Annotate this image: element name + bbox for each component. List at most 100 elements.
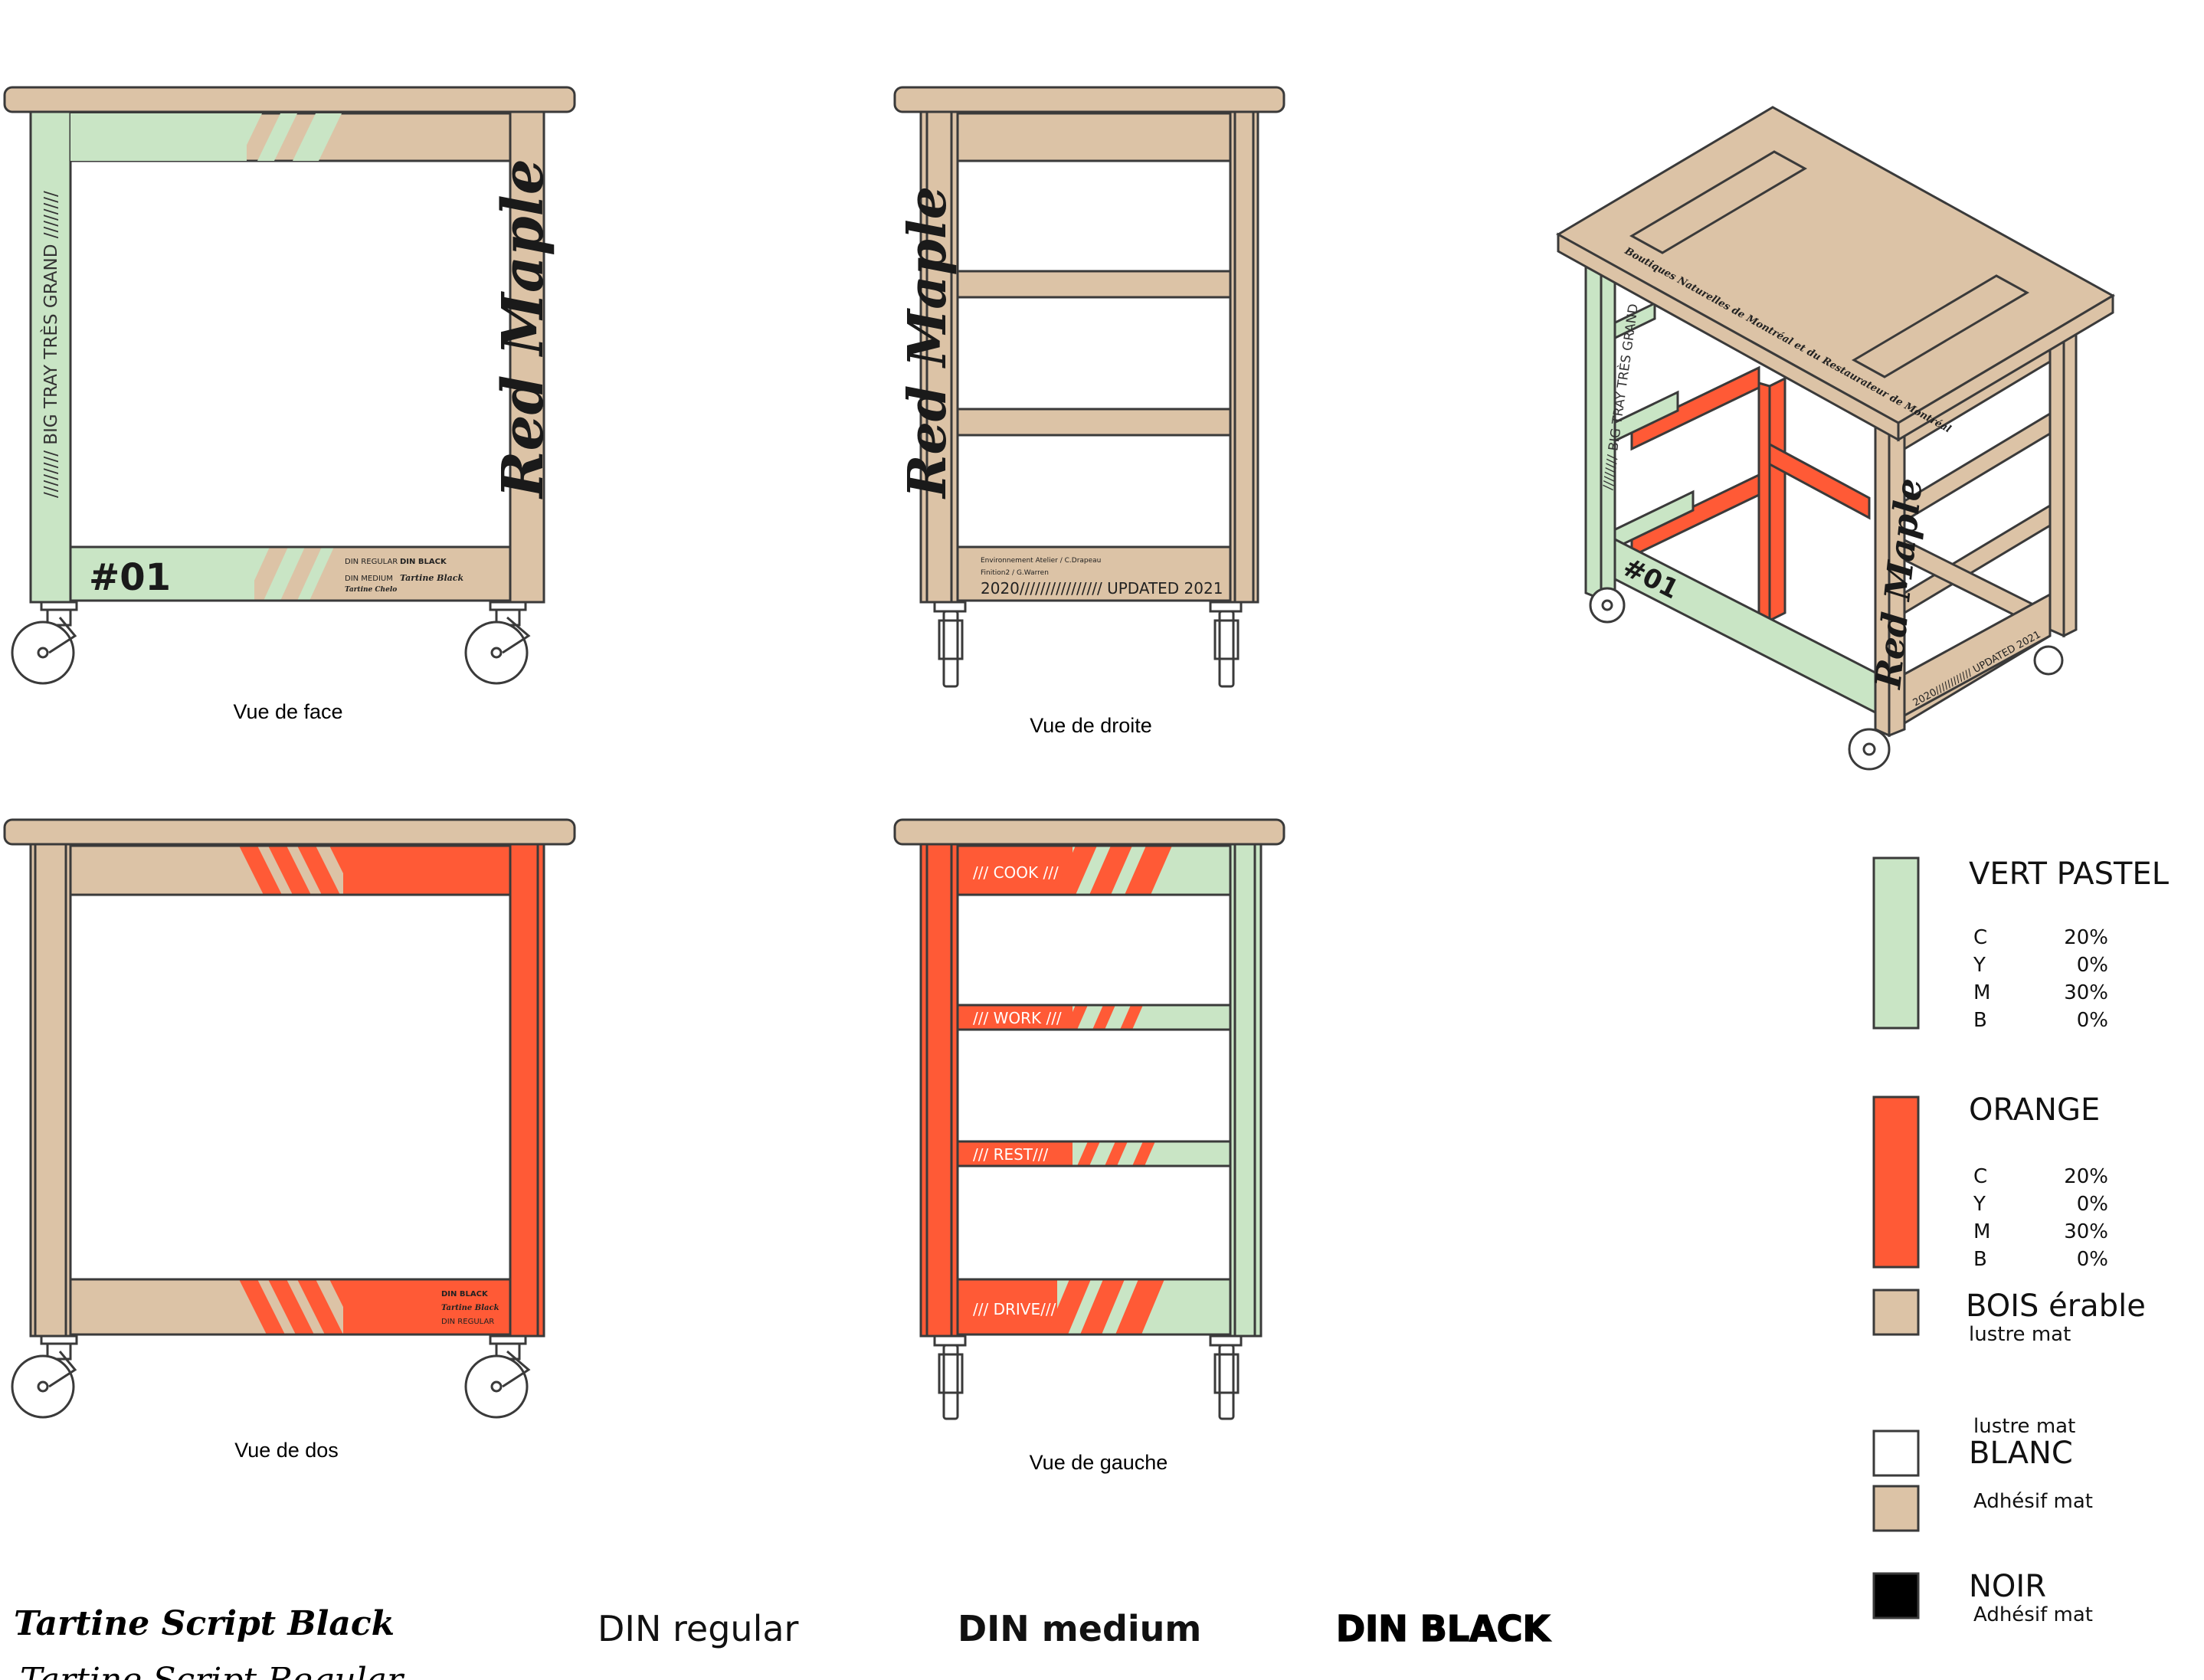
cmyk-label: C	[1973, 926, 1987, 949]
front-brand-script: Red Maple	[490, 159, 556, 499]
legend-sub-adhesif: Adhésif mat	[1973, 1490, 2093, 1513]
font-sample-din-medium: DIN medium	[958, 1608, 1201, 1649]
front-font-label-5: Tartine Chelo	[345, 586, 397, 594]
front-left-leg	[29, 110, 72, 604]
right-view: Red Maple Environnement Atelier / C.Drap…	[893, 86, 1285, 737]
swatch-vert-pastel	[1872, 856, 1920, 1030]
legend-title-orange: ORANGE	[1969, 1092, 2100, 1128]
swatch-adhesif	[1872, 1485, 1920, 1532]
front-caption: Vue de face	[233, 700, 342, 723]
cmyk-value: 0%	[2077, 954, 2108, 977]
back-font-label-1: DIN BLACK	[441, 1290, 489, 1298]
cmyk-value: 0%	[2077, 1009, 2108, 1032]
cmyk-value: 0%	[2077, 1193, 2108, 1216]
legend-sub-noir: Adhésif mat	[1973, 1603, 2093, 1626]
front-right-leg	[509, 110, 545, 604]
right-caption: Vue de droite	[1030, 714, 1152, 737]
legend-above-blanc: lustre mat	[1973, 1415, 2075, 1438]
front-number: #01	[89, 556, 171, 599]
left-shelf-cook: /// COOK ///	[956, 844, 1232, 896]
right-credits-1: Environnement Atelier / C.Drapeau	[981, 557, 1101, 565]
right-brand-script: Red Maple	[897, 186, 958, 499]
iso-caster-right	[2033, 645, 2064, 676]
legend-sub-bois-erable: lustre mat	[1969, 1323, 2071, 1346]
cmyk-value: 20%	[2064, 1165, 2108, 1188]
front-caster-right	[464, 601, 531, 685]
back-font-label-2: Tartine Black	[441, 1304, 499, 1312]
front-font-label-3: DIN MEDIUM	[345, 575, 393, 583]
swatch-blanc	[1872, 1429, 1920, 1477]
back-view: DIN BLACK Tartine Black DIN REGULAR Vue …	[3, 818, 576, 1462]
back-left-leg	[29, 843, 72, 1338]
back-caption: Vue de dos	[234, 1439, 339, 1462]
swatch-orange	[1872, 1095, 1920, 1269]
iso-tray-slot-1	[1629, 150, 1808, 254]
left-caster-right	[1209, 1335, 1243, 1420]
left-shelf-drive: /// DRIVE///	[956, 1278, 1232, 1336]
left-caster-left	[933, 1335, 967, 1420]
left-caption: Vue de gauche	[1030, 1451, 1168, 1474]
cmyk-label: M	[1973, 1220, 1990, 1243]
swatch-bois-erable	[1872, 1289, 1920, 1336]
right-shelf-2	[956, 408, 1232, 437]
back-font-label-3: DIN REGULAR	[441, 1318, 494, 1326]
iso-caster-left	[1589, 587, 1626, 624]
legend-blanc: lustre mat BLANC	[1872, 1415, 2075, 1477]
cmyk-label: Y	[1973, 1193, 1986, 1216]
back-caster-left	[11, 1335, 78, 1419]
iso-caster-front	[1848, 728, 1891, 771]
legend-vert-pastel: VERT PASTEL C 20% Y 0% M 30% B 0%	[1872, 856, 2170, 1032]
legend-title-vert-pastel: VERT PASTEL	[1969, 856, 2170, 892]
right-shelf-1	[956, 270, 1232, 299]
cmyk-label: B	[1973, 1009, 1987, 1032]
front-font-label-1: DIN REGULAR	[345, 558, 398, 566]
left-shelf-label-rest: /// REST///	[973, 1145, 1048, 1164]
legend-title-bois-erable: BOIS érable	[1966, 1289, 2146, 1324]
right-top-rail	[956, 112, 1232, 162]
front-font-label-4: Tartine Black	[400, 573, 463, 583]
front-view: //////// BIG TRAY TRÈS GRAND //////// Re…	[3, 86, 576, 723]
right-caster-right	[1209, 601, 1243, 688]
font-sample-tartine-black: Tartine Script Black	[14, 1604, 395, 1643]
legend-adhesif: Adhésif mat	[1872, 1485, 2093, 1532]
font-sample-din-black: DIN BLACK	[1336, 1608, 1552, 1649]
font-sample-tartine-regular: Tartine Script Regular	[20, 1661, 405, 1680]
left-shelf-work: /// WORK ///	[956, 1004, 1232, 1031]
swatch-noir	[1872, 1572, 1920, 1619]
left-shelf-label-work: /// WORK ///	[973, 1009, 1062, 1027]
legend-orange: ORANGE C 20% Y 0% M 30% B 0%	[1872, 1092, 2108, 1271]
cmyk-label: B	[1973, 1248, 1987, 1271]
cmyk-value: 20%	[2064, 926, 2108, 949]
left-shelf-label-drive: /// DRIVE///	[973, 1300, 1056, 1318]
right-caster-left	[933, 601, 967, 688]
left-shelf-rest: /// REST///	[956, 1140, 1232, 1167]
cmyk-value: 30%	[2064, 1220, 2108, 1243]
iso-tray-slot-2	[1851, 274, 2030, 378]
legend-bois-erable: BOIS érable lustre mat	[1872, 1289, 2146, 1346]
right-bottom-rail	[956, 545, 1232, 602]
iso-view: //////// BIG TRAY TRÈS GRAND #01 Red Map…	[1555, 106, 2116, 771]
front-side-text: //////// BIG TRAY TRÈS GRAND ////////	[40, 191, 61, 498]
cmyk-value: 0%	[2077, 1248, 2108, 1271]
font-samples: Tartine Script Black Tartine Script Regu…	[14, 1604, 1552, 1680]
front-font-label-2: DIN BLACK	[400, 558, 447, 566]
right-years: 2020//////////////// UPDATED 2021	[981, 579, 1223, 598]
cmyk-label: Y	[1973, 954, 1986, 977]
left-view: /// COOK /// /// WORK /// /// REST///	[893, 818, 1285, 1474]
legend-noir: NOIR Adhésif mat	[1872, 1569, 2093, 1626]
left-tabletop	[893, 818, 1285, 846]
legend-title-noir: NOIR	[1969, 1569, 2046, 1604]
font-sample-din-regular: DIN regular	[598, 1608, 799, 1649]
back-caster-right	[464, 1335, 531, 1419]
cmyk-label: C	[1973, 1165, 1987, 1188]
color-legend: VERT PASTEL C 20% Y 0% M 30% B 0% ORANGE…	[1872, 856, 2170, 1626]
cmyk-label: M	[1973, 981, 1990, 1004]
left-shelf-label-cook: /// COOK ///	[973, 863, 1059, 882]
cmyk-value: 30%	[2064, 981, 2108, 1004]
right-tabletop	[893, 86, 1285, 113]
front-caster-left	[11, 601, 78, 685]
legend-title-blanc: BLANC	[1969, 1436, 2073, 1471]
front-tabletop	[3, 86, 576, 113]
back-tabletop	[3, 818, 576, 846]
